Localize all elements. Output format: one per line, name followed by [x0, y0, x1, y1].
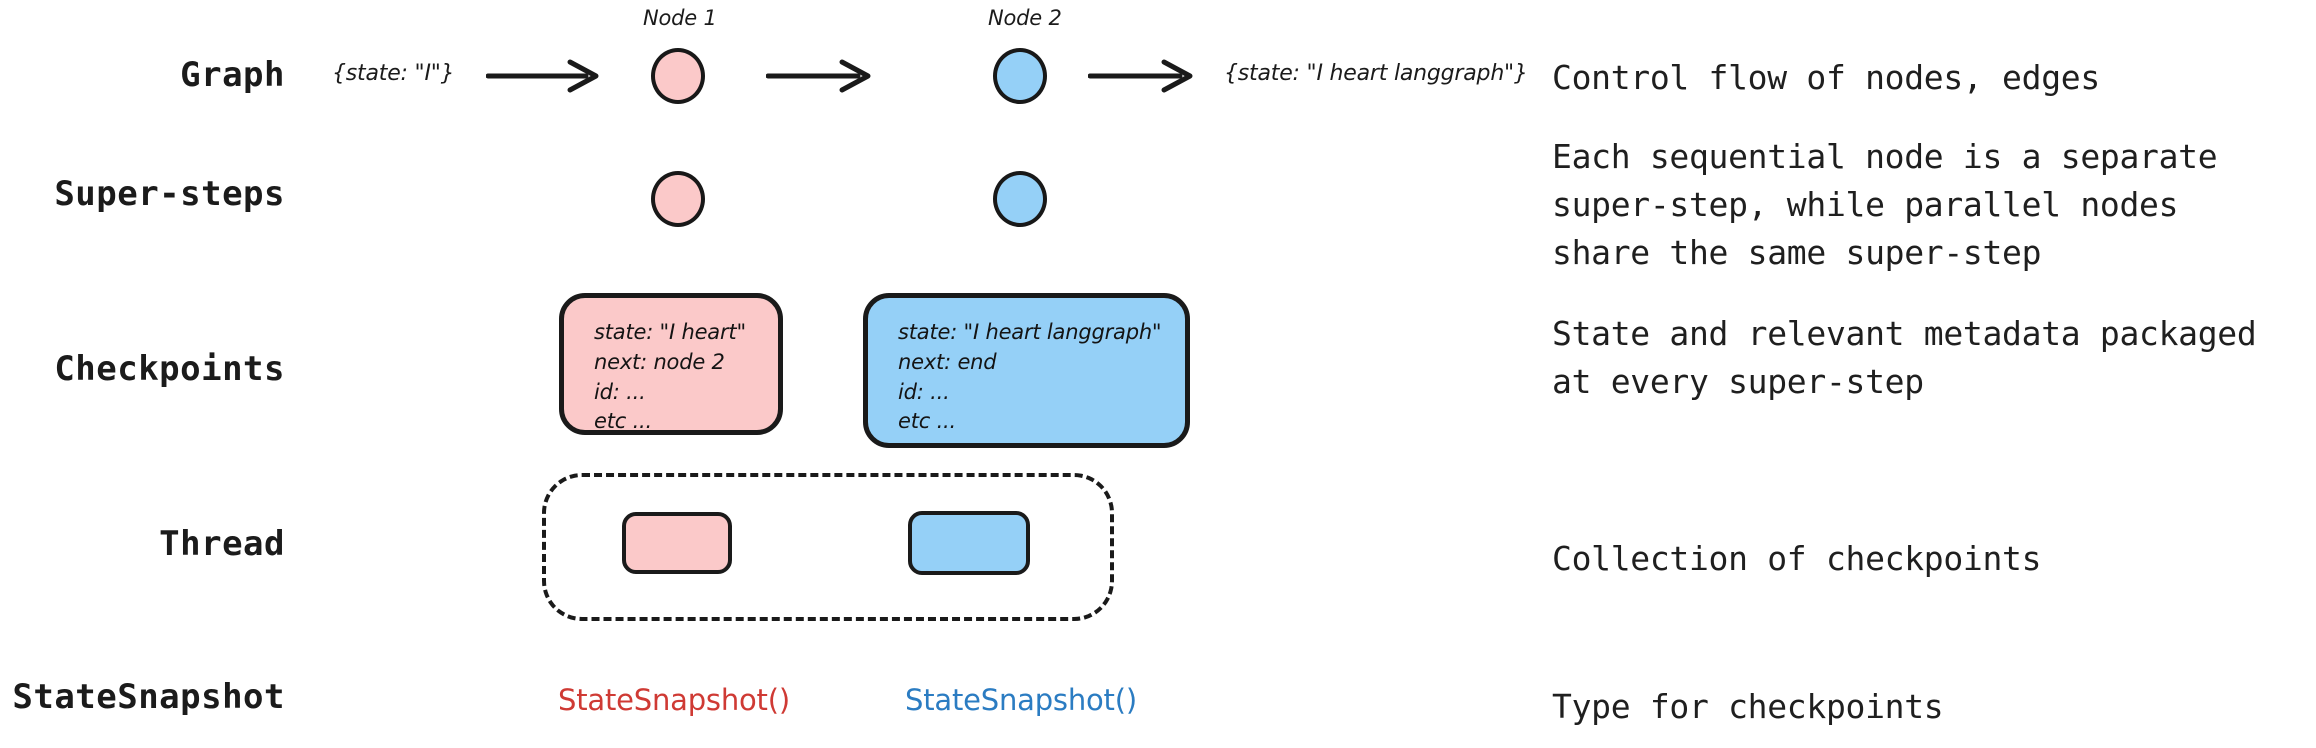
- super-step-1-circle[interactable]: [651, 171, 705, 227]
- row-label-graph: Graph: [180, 55, 285, 95]
- node-1-label: Node 1: [643, 6, 717, 30]
- state-snapshot-pink-label: StateSnapshot(): [558, 683, 790, 717]
- graph-node-2-circle[interactable]: [993, 48, 1047, 104]
- thread-container: [542, 473, 1114, 621]
- checkpoint-card-blue[interactable]: state: "I heart langgraph" next: end id:…: [863, 293, 1190, 448]
- description-checkpoints: State and relevant metadata packaged at …: [1552, 314, 2257, 402]
- description-state-snapshot: Type for checkpoints: [1552, 687, 1944, 726]
- description-thread: Collection of checkpoints: [1552, 539, 2042, 578]
- checkpoint-card-blue-text: state: "I heart langgraph" next: end id:…: [898, 320, 1162, 434]
- description-super-steps: Each sequential node is a separate super…: [1552, 137, 2218, 273]
- graph-arrow-1: [486, 59, 599, 93]
- description-graph: Control flow of nodes, edges: [1552, 58, 2100, 97]
- graph-arrow-3: [1088, 59, 1193, 93]
- state-snapshot-blue-label: StateSnapshot(): [905, 683, 1137, 717]
- row-label-super-steps: Super-steps: [54, 174, 285, 214]
- thread-chip-pink[interactable]: [622, 512, 732, 574]
- row-label-thread: Thread: [159, 524, 285, 564]
- checkpoint-card-pink-text: state: "I heart" next: node 2 id: ... et…: [594, 320, 746, 434]
- super-step-2-circle[interactable]: [993, 171, 1047, 227]
- row-label-checkpoints: Checkpoints: [54, 349, 285, 389]
- graph-arrow-2: [766, 59, 871, 93]
- row-label-state-snapshot: StateSnapshot: [12, 677, 285, 717]
- graph-node-1-circle[interactable]: [651, 48, 705, 104]
- thread-chip-blue[interactable]: [908, 511, 1030, 575]
- graph-output-state-label: {state: "I heart langgraph"}: [1224, 61, 1528, 86]
- node-2-label: Node 2: [988, 6, 1062, 30]
- graph-input-state-label: {state: "I"}: [332, 61, 455, 86]
- checkpoint-card-pink[interactable]: state: "I heart" next: node 2 id: ... et…: [559, 293, 783, 435]
